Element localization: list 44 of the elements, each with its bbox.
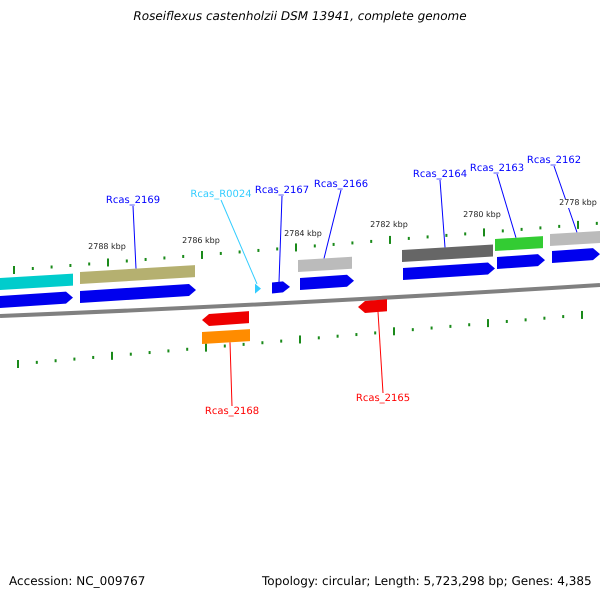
scale-label: 2780 kbp [463, 211, 501, 220]
scale-label: 2778 kbp [559, 199, 597, 208]
gene-bar [298, 256, 352, 272]
leader-line [220, 200, 258, 284]
gene-label: Rcas_2167 [254, 185, 310, 196]
leader-line [278, 196, 282, 283]
gene-label: Rcas_2162 [526, 155, 582, 166]
leader-line [440, 180, 446, 248]
footer-text: Accession: NC_009767 [9, 575, 146, 588]
gene-bar [0, 274, 73, 290]
gene-block [80, 284, 196, 303]
leader-line [132, 206, 136, 270]
leader-line [496, 174, 516, 238]
gene-block [497, 254, 545, 269]
scale-label: 2782 kbp [370, 221, 408, 230]
scale-label: 2786 kbp [182, 237, 220, 246]
leader-line [230, 342, 232, 406]
gene-label: Rcas_2163 [470, 163, 524, 174]
gene-block [255, 284, 261, 294]
scale-label: 2784 kbp [284, 230, 322, 239]
gene-bar [80, 265, 195, 284]
gene-bar [402, 244, 493, 262]
leader-line [378, 311, 384, 394]
gene-block [202, 311, 249, 326]
gene-label: Rcas_2166 [314, 179, 368, 190]
gene-block [552, 248, 600, 263]
gene-label: Rcas_2168 [204, 406, 260, 417]
gene-bar [550, 231, 600, 246]
gene-block [0, 292, 73, 308]
gene-label: Rcas_2169 [106, 195, 160, 206]
gene-block [403, 262, 495, 280]
leader-line [554, 166, 578, 233]
gene-block [272, 281, 290, 294]
leader-line [324, 190, 342, 259]
gene-bar [495, 236, 543, 251]
gene-label: Rcas_2165 [356, 393, 410, 404]
gene-block [358, 299, 387, 313]
footer-text: Topology: circular; Length: 5,723,298 bp; Genes: 4,385 [262, 575, 592, 588]
gene-label: Rcas_R0024 [190, 189, 252, 200]
gene-bar [202, 329, 250, 344]
gene-label: Rcas_2164 [412, 169, 468, 180]
scale-label: 2788 kbp [88, 243, 126, 252]
title: Roseiflexus castenholzii DSM 13941, complete genome [133, 10, 467, 24]
gene-block [300, 274, 354, 290]
